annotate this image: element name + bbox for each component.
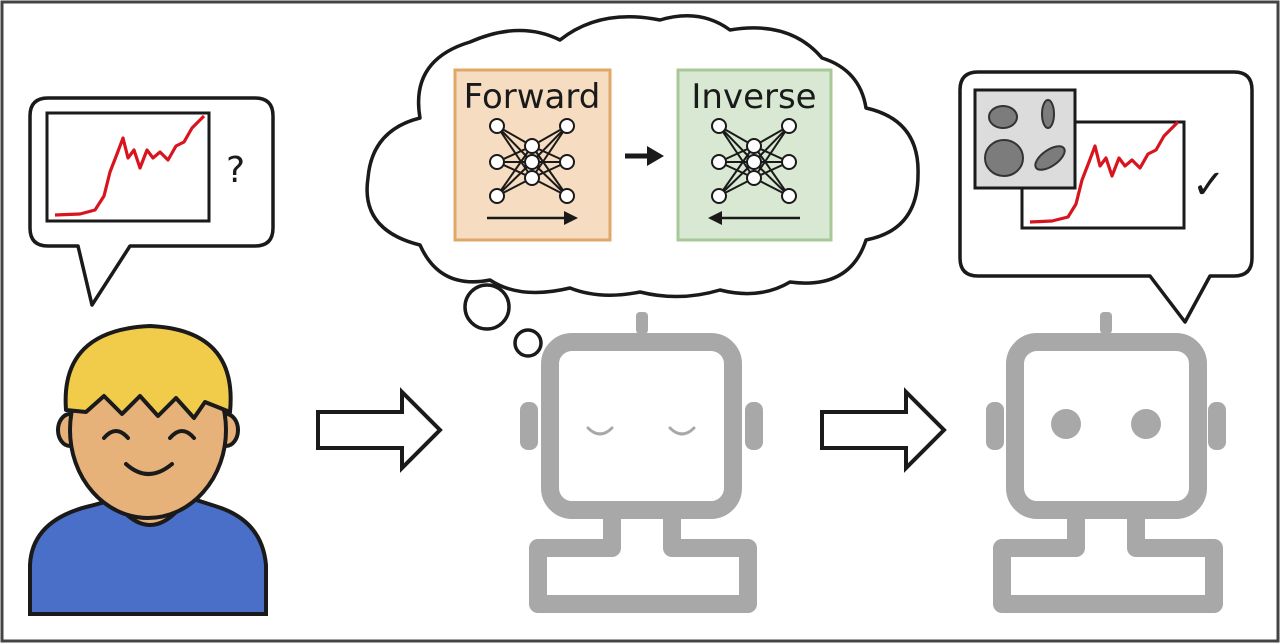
robot-speech-bubble: ✓ <box>958 70 1254 324</box>
requested-spectrum-plot <box>45 111 211 223</box>
left-ear <box>986 402 1004 450</box>
matched-spectrum-plot <box>1020 120 1186 230</box>
left-ear <box>520 402 538 450</box>
left-eye <box>102 429 130 440</box>
particle <box>988 105 1018 129</box>
hair <box>63 324 233 420</box>
person-icon <box>28 324 268 616</box>
forward-to-inverse-arrow <box>625 146 664 166</box>
closed-right-eye <box>668 426 696 436</box>
inverse-label: Inverse <box>691 77 816 117</box>
flow-arrow-2 <box>820 387 947 473</box>
right-ear <box>745 402 763 450</box>
inverse-direction-arrow <box>708 211 800 225</box>
closed-left-eye <box>586 426 614 436</box>
open-left-eye <box>1051 409 1081 439</box>
designed-structure-image <box>973 88 1077 190</box>
answering-robot-icon <box>986 312 1226 613</box>
user-speech-bubble: ? <box>28 96 275 307</box>
inverse-network-icon <box>711 118 797 204</box>
smile <box>124 462 174 476</box>
flow-arrow-1 <box>316 387 443 473</box>
question-mark: ? <box>226 150 245 191</box>
thought-cloud: Forward Inverse <box>365 14 920 358</box>
particle <box>1041 99 1055 129</box>
spectrum-curve <box>54 114 206 217</box>
particle <box>1034 145 1066 171</box>
body <box>993 514 1223 613</box>
inverse-model-panel: Inverse <box>676 68 833 242</box>
thinking-robot-icon <box>520 312 763 613</box>
antenna <box>636 312 648 334</box>
particle <box>984 139 1024 177</box>
antenna <box>1100 312 1112 334</box>
check-mark: ✓ <box>1192 162 1226 208</box>
forward-direction-arrow <box>487 211 578 225</box>
open-right-eye <box>1131 409 1161 439</box>
right-eye <box>168 429 196 440</box>
forward-model-panel: Forward <box>453 68 612 242</box>
forward-network-icon <box>489 118 575 204</box>
head <box>1006 333 1207 519</box>
forward-label: Forward <box>464 77 601 117</box>
spectrum-curve <box>1029 120 1180 224</box>
body <box>529 514 757 613</box>
shirt <box>28 496 268 616</box>
right-ear <box>1208 402 1226 450</box>
thought-bubble-small <box>513 328 543 358</box>
thought-bubble-large <box>463 283 511 331</box>
head <box>541 333 742 519</box>
